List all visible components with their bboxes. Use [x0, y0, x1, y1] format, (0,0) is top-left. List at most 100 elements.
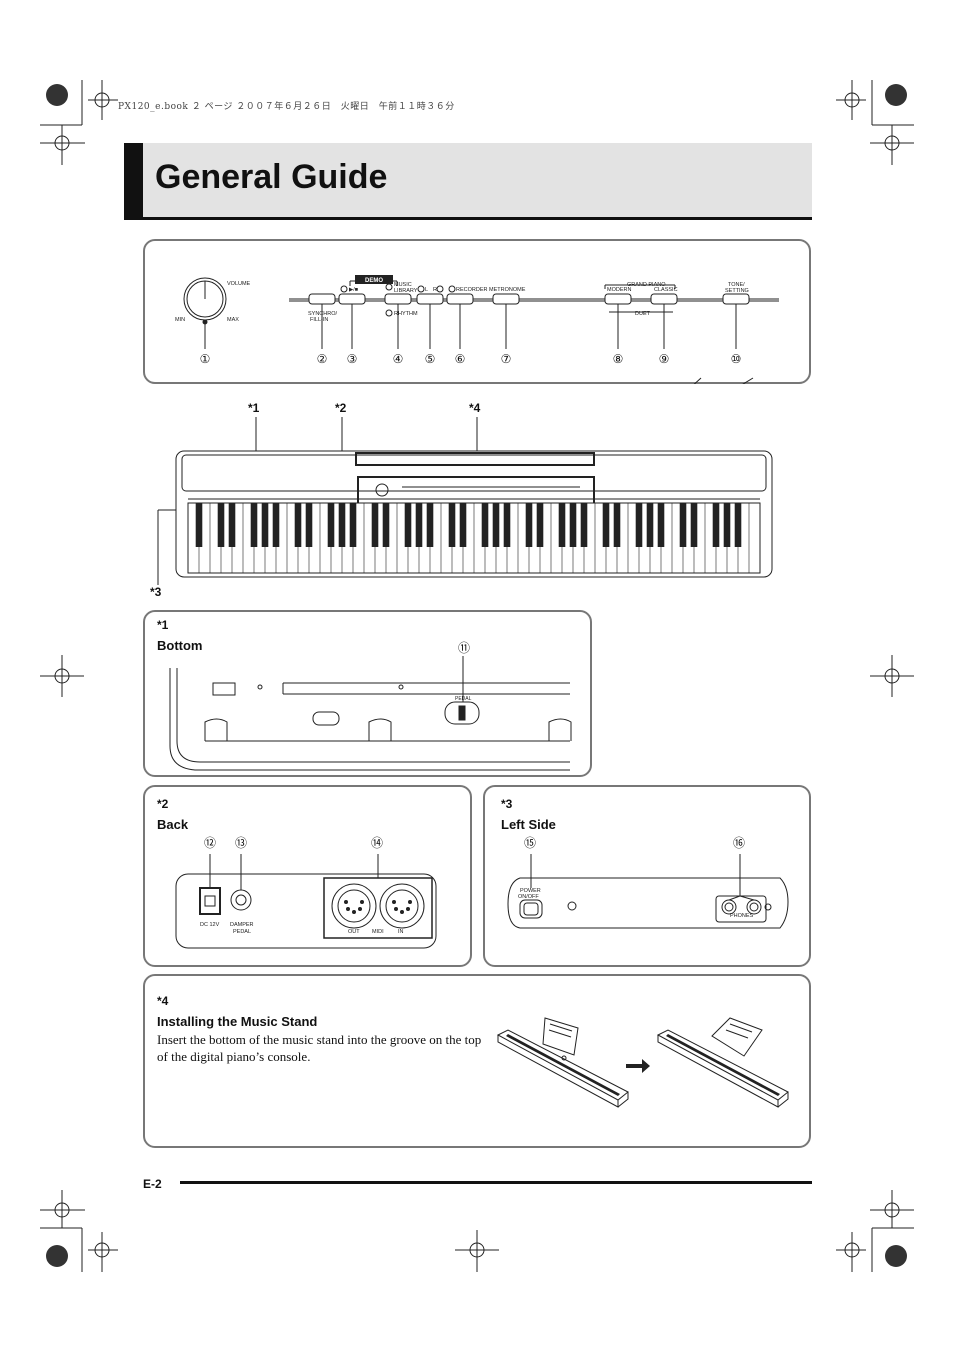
black-key [294, 503, 302, 547]
black-key [646, 503, 654, 547]
modern-label: MODERN [607, 287, 631, 293]
black-key [217, 503, 225, 547]
callout-number-1: ① [200, 352, 211, 366]
power-label: POWER [520, 888, 541, 894]
footer-rule [180, 1181, 812, 1184]
callout-number-2: ② [317, 352, 328, 366]
black-key [503, 503, 511, 547]
back-number-14: ⑭ [371, 836, 384, 850]
black-key [261, 503, 269, 547]
black-key [569, 503, 577, 547]
left-side-star: *3 [501, 797, 513, 811]
music-stand-panel [143, 974, 811, 1148]
volume-label: VOLUME [227, 281, 251, 287]
duet-label: DUET [635, 311, 651, 317]
midi-in-label: IN [398, 929, 404, 935]
black-key [525, 503, 533, 547]
piano-keyboard [187, 503, 761, 573]
callout-star-2: *2 [335, 401, 347, 415]
synchro-label: SYNCHRO/ [308, 311, 338, 317]
setting-label: SETTING [725, 288, 749, 294]
callout-star-3: *3 [150, 585, 162, 599]
black-key [613, 503, 621, 547]
callout-number-4: ④ [393, 352, 404, 366]
min-label: MIN [175, 317, 185, 323]
callout-number-10: ⑩ [731, 352, 742, 366]
callout-number-8: ⑧ [613, 352, 624, 366]
left-side-diagram: POWER ON/OFF PHONES [507, 854, 789, 929]
black-key [404, 503, 412, 547]
library-label: LIBRARY [394, 288, 418, 294]
left-side-panel [483, 785, 811, 967]
recorder-label: RECORDER [456, 287, 488, 293]
black-key [195, 503, 203, 547]
damper-label: DAMPER [230, 922, 254, 928]
midi-label: MIDI [372, 929, 384, 935]
black-key [382, 503, 390, 547]
black-key [734, 503, 742, 547]
black-key [481, 503, 489, 547]
black-key [536, 503, 544, 547]
black-key [679, 503, 687, 547]
black-key [712, 503, 720, 547]
bottom-number: ⑪ [458, 641, 471, 655]
back-panel [143, 785, 472, 967]
midi-out-label: OUT [348, 929, 360, 935]
back-diagram: DC 12V DAMPER PEDAL OUT MIDI IN [175, 854, 437, 949]
page-title: General Guide [155, 158, 388, 196]
black-key [657, 503, 665, 547]
phones-label: PHONES [730, 913, 754, 919]
music-stand-illustration [496, 1017, 789, 1108]
demo-badge [355, 275, 393, 284]
l-label: L [425, 287, 428, 293]
fill-in-label: FILL-IN [310, 317, 328, 323]
callout-star-4: *4 [469, 401, 481, 415]
black-key [690, 503, 698, 547]
black-key [250, 503, 258, 547]
callout-number-6: ⑥ [455, 352, 466, 366]
black-key [492, 503, 500, 547]
callout-number-5: ⑤ [425, 352, 436, 366]
left-number-16: ⑯ [733, 836, 746, 850]
black-key [327, 503, 335, 547]
music-stand-title: Installing the Music Stand [157, 1014, 318, 1029]
bottom-star: *1 [157, 618, 169, 632]
back-number-12: ⑫ [204, 836, 217, 850]
left-side-title: Left Side [501, 817, 556, 832]
black-key [349, 503, 357, 547]
black-key [635, 503, 643, 547]
callout-number-3: ③ [347, 352, 358, 366]
callout-star-1: *1 [248, 401, 260, 415]
dc-label: DC 12V [200, 922, 220, 928]
black-key [426, 503, 434, 547]
classic-label: CLASSIC [654, 287, 678, 293]
back-title: Back [157, 817, 189, 832]
black-key [448, 503, 456, 547]
demo-label: DEMO [365, 278, 383, 284]
black-key [305, 503, 313, 547]
power-on-off-label: ON/OFF [518, 894, 539, 900]
music-stand-instructions: Insert the bottom of the music stand int… [157, 1032, 482, 1064]
control-panel-diagram: DEMO VOLUME MIN MAX SYNCHRO/ FILL-IN ▶/■… [175, 275, 779, 384]
damper-pedal-label: PEDAL [233, 929, 251, 935]
control-panel-box [143, 239, 811, 384]
title-accent-block [124, 143, 143, 220]
footer-page-number: E-2 [143, 1177, 162, 1191]
bottom-title: Bottom [157, 638, 203, 653]
grand-piano-label: GRAND PIANO [627, 282, 666, 288]
black-key [272, 503, 280, 547]
black-key [338, 503, 346, 547]
play-stop-label: ▶/■ [349, 287, 358, 293]
bottom-pedal-label: PEDAL [455, 696, 472, 702]
black-key [558, 503, 566, 547]
music-label: MUSIC [394, 282, 412, 288]
piano-illustration: *1 *2 *4 *3 [150, 401, 773, 599]
black-key [371, 503, 379, 547]
black-key [459, 503, 467, 547]
black-key [228, 503, 236, 547]
metronome-label: METRONOME [489, 287, 526, 293]
callout-number-9: ⑨ [659, 352, 670, 366]
back-star: *2 [157, 797, 169, 811]
music-stand-star: *4 [157, 994, 169, 1008]
